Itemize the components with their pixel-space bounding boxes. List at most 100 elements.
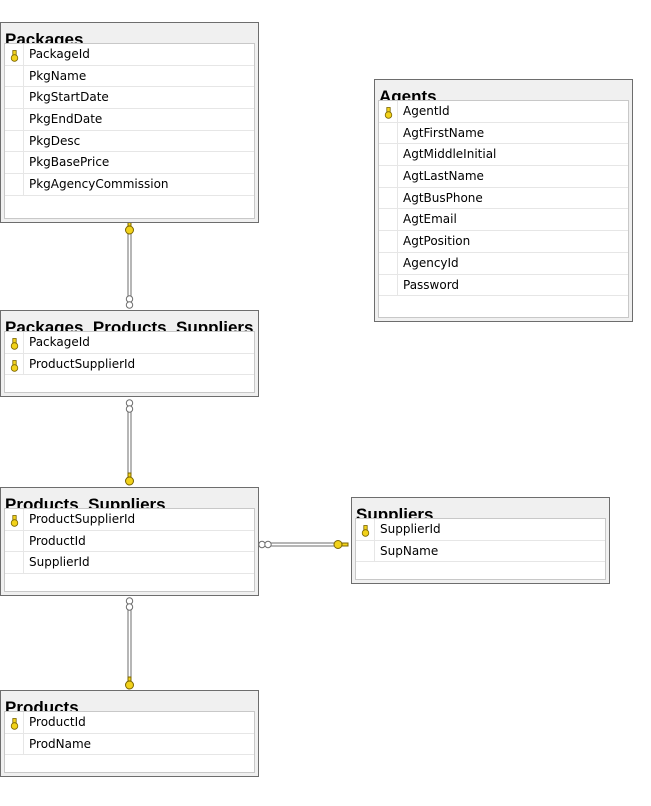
row-selector[interactable] [379, 274, 398, 296]
column-name: SupName [380, 543, 439, 558]
column-row[interactable]: PkgAgencyCommission [5, 174, 254, 196]
primary-key-icon [10, 336, 19, 357]
column-row[interactable]: AgentId [379, 101, 628, 123]
row-selector[interactable] [5, 87, 24, 109]
column-name: PkgStartDate [29, 90, 109, 105]
column-name: AgtFirstName [403, 125, 485, 140]
column-name: ProductId [29, 533, 86, 548]
infinity-end-icon [125, 399, 134, 407]
column-name: ProdName [29, 736, 92, 751]
column-row[interactable]: PackageId [5, 44, 254, 66]
column-name: PkgEndDate [29, 112, 103, 127]
column-row[interactable]: SupplierId [5, 552, 254, 575]
column-name: AgentId [403, 104, 450, 118]
column-name: SupplierId [380, 522, 441, 536]
column-row[interactable]: ProductSupplierId [5, 509, 254, 531]
row-selector[interactable] [379, 252, 398, 274]
column-row[interactable]: PkgBasePrice [5, 152, 254, 175]
primary-key-icon [10, 716, 19, 737]
column-row[interactable]: ProductId [5, 530, 254, 553]
row-selector[interactable] [379, 209, 398, 231]
column-name: PackageId [29, 47, 90, 61]
row-selector[interactable] [5, 109, 24, 130]
column-name: SupplierId [29, 555, 90, 570]
row-selector[interactable] [5, 353, 24, 375]
row-selector[interactable] [5, 174, 24, 195]
column-name: AgtEmail [403, 212, 457, 227]
key-end-icon [125, 676, 134, 690]
infinity-end-icon [125, 597, 134, 605]
row-selector[interactable] [5, 65, 24, 87]
column-name: ProductSupplierId [29, 512, 136, 526]
row-selector[interactable] [379, 166, 398, 187]
column-row[interactable]: ProductId [5, 712, 254, 734]
row-selector[interactable] [5, 509, 24, 530]
row-selector[interactable] [5, 152, 24, 174]
infinity-end-icon [258, 540, 266, 549]
column-row[interactable]: AgtMiddleInitial [379, 144, 628, 167]
column-name: AgtMiddleInitial [403, 147, 497, 162]
row-selector[interactable] [5, 44, 24, 65]
column-row[interactable]: AgtLastName [379, 166, 628, 188]
column-row[interactable]: PkgEndDate [5, 109, 254, 131]
row-selector[interactable] [356, 540, 375, 562]
row-selector[interactable] [356, 519, 375, 540]
row-selector[interactable] [5, 712, 24, 733]
column-name: AgtBusPhone [403, 190, 483, 205]
column-row[interactable]: SupplierId [356, 519, 605, 541]
column-row[interactable]: AgtFirstName [379, 122, 628, 145]
row-selector[interactable] [5, 332, 24, 353]
column-name: PkgAgencyCommission [29, 177, 169, 192]
column-name: AgtPosition [403, 234, 471, 249]
primary-key-icon [384, 105, 393, 126]
column-row[interactable]: PkgDesc [5, 130, 254, 153]
column-row[interactable]: Password [379, 274, 628, 297]
column-row[interactable]: AgtEmail [379, 209, 628, 232]
row-selector[interactable] [5, 530, 24, 552]
column-row[interactable]: PkgStartDate [5, 87, 254, 110]
key-end-icon [125, 221, 134, 235]
primary-key-icon [10, 358, 19, 379]
primary-key-icon [361, 523, 370, 544]
column-name: AgencyId [403, 255, 459, 270]
infinity-end-icon [125, 295, 134, 303]
row-selector[interactable] [379, 144, 398, 166]
column-name: PkgName [29, 68, 87, 83]
column-row[interactable]: AgtBusPhone [379, 187, 628, 210]
row-selector[interactable] [5, 130, 24, 152]
row-selector[interactable] [5, 552, 24, 574]
column-row[interactable]: PkgName [5, 65, 254, 88]
column-name: AgtLastName [403, 169, 484, 184]
column-row[interactable]: AgencyId [379, 252, 628, 275]
column-name: Password [403, 277, 460, 292]
row-selector[interactable] [379, 231, 398, 252]
column-row[interactable]: ProdName [5, 733, 254, 756]
column-row[interactable]: SupName [356, 540, 605, 563]
row-selector[interactable] [5, 733, 24, 755]
column-name: PkgDesc [29, 133, 81, 148]
primary-key-icon [10, 513, 19, 534]
column-name: PkgBasePrice [29, 155, 110, 170]
key-end-icon [333, 540, 349, 549]
row-selector[interactable] [379, 187, 398, 209]
primary-key-icon [10, 48, 19, 69]
row-selector[interactable] [379, 122, 398, 144]
column-row[interactable]: ProductSupplierId [5, 353, 254, 379]
row-selector[interactable] [379, 101, 398, 122]
column-row[interactable]: PackageId [5, 332, 254, 354]
column-row[interactable]: AgtPosition [379, 231, 628, 253]
key-end-icon [125, 472, 134, 486]
